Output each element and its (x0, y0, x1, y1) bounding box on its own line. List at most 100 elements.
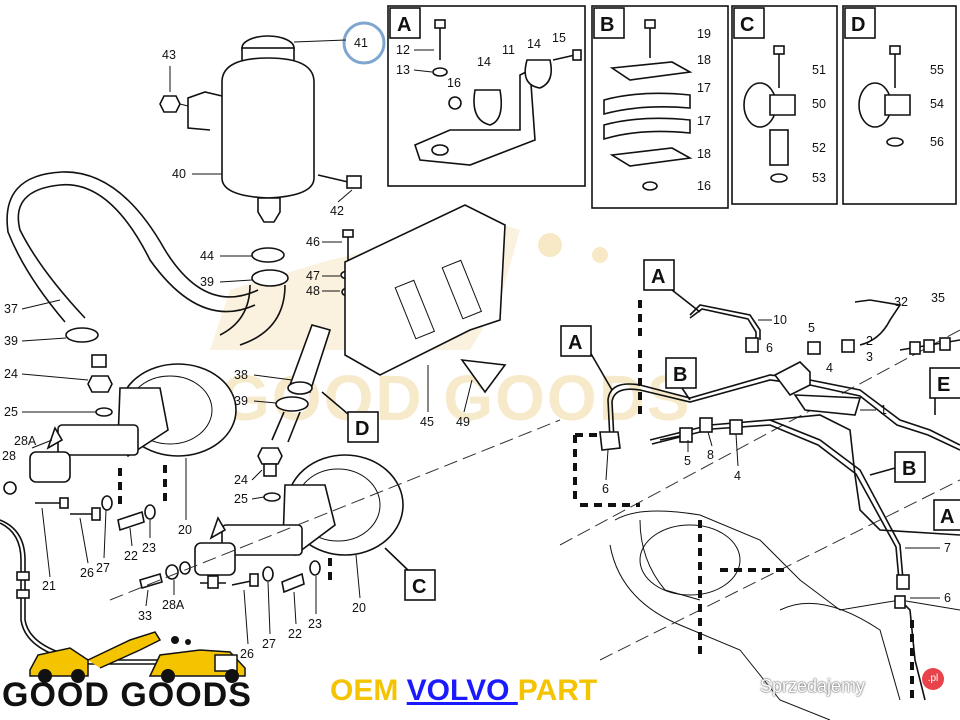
callout-22b: 22 (288, 627, 302, 641)
fluid-reservoir: 41 43 40 42 (159, 21, 386, 223)
inlet-fitting-left: 39 24 25 (4, 327, 113, 419)
callout-18b: 18 (697, 147, 711, 161)
callout-8: 8 (707, 448, 714, 462)
site-watermark: Sprzedajemy (760, 676, 866, 696)
callout-51: 51 (812, 63, 826, 77)
callout-55: 55 (930, 63, 944, 77)
callout-44: 44 (200, 249, 214, 263)
callout-12: 12 (396, 43, 410, 57)
detail-d-label: D (851, 14, 865, 36)
callout-39a: 39 (200, 275, 214, 289)
oem-prefix: OEM (330, 674, 407, 707)
callout-50: 50 (812, 97, 826, 111)
callout-5b: 5 (684, 454, 691, 468)
callout-2: 2 (866, 334, 873, 348)
callout-56: 56 (930, 135, 944, 149)
callout-48: 48 (306, 284, 320, 298)
ref-box-c-label: C (412, 576, 426, 598)
callout-28A-b: 28A (162, 598, 185, 612)
callout-43: 43 (162, 48, 176, 62)
detail-a-label: A (397, 14, 411, 36)
callout-7: 7 (944, 541, 951, 555)
callout-46: 46 (306, 235, 320, 249)
retaining-handle: 49 (456, 358, 507, 429)
callout-25b: 25 (234, 492, 248, 506)
highlight-circle (342, 21, 386, 65)
callout-53: 53 (812, 171, 826, 185)
detail-box-d: D 55 54 56 (842, 5, 957, 205)
callout-40: 40 (172, 167, 186, 181)
callout-28A-a: 28A (14, 434, 37, 448)
callout-4a: 4 (826, 361, 833, 375)
callout-52: 52 (812, 141, 826, 155)
detail-box-c: C 51 50 52 53 (731, 5, 838, 205)
brake-chamber-left: 28A 28 20 (2, 363, 237, 537)
wrench-icon (185, 639, 191, 645)
inlet-fitting-right: 24 25 (234, 447, 283, 506)
callout-15: 15 (552, 31, 566, 45)
hardware-row-left: 21 26 27 22 23 (35, 495, 156, 593)
svg-text:B: B (673, 364, 687, 386)
svg-text:B: B (902, 458, 916, 480)
callout-22a: 22 (124, 549, 138, 563)
brand-logo (29, 631, 246, 683)
callout-32: 32 (894, 295, 908, 309)
callout-21: 21 (42, 579, 56, 593)
return-hose: 37 (4, 171, 259, 323)
callout-20b: 20 (352, 601, 366, 615)
callout-54: 54 (930, 97, 944, 111)
callout-38: 38 (234, 368, 248, 382)
callout-45: 45 (420, 415, 434, 429)
callout-19: 19 (697, 27, 711, 41)
callout-16: 16 (447, 76, 461, 90)
callout-23a: 23 (142, 541, 156, 555)
mounting-plate: 45 (344, 204, 506, 429)
callout-6b: 6 (602, 482, 609, 496)
callout-6c: 6 (944, 591, 951, 605)
callout-5a: 5 (808, 321, 815, 335)
ref-box-a-left: A (560, 325, 592, 357)
callout-10: 10 (773, 313, 787, 327)
callout-42: 42 (330, 204, 344, 218)
detail-box-b: B 19 18 17 17 18 16 (591, 5, 729, 209)
svg-text:A: A (651, 266, 665, 288)
make-link[interactable]: VOLVO (406, 674, 518, 707)
callout-14a: 14 (477, 55, 491, 69)
hardware-row-right: 33 28A 26 27 22 23 (138, 560, 322, 661)
oem-part-banner: OEM VOLVO PART (330, 674, 597, 708)
ref-box-b-right: B (894, 451, 926, 483)
brake-chamber-right: C 20 (194, 454, 436, 615)
brand-name: GOOD GOODS (2, 676, 252, 714)
callout-33: 33 (138, 609, 152, 623)
callout-13: 13 (396, 63, 410, 77)
svg-text:A: A (568, 332, 582, 354)
callout-6a: 6 (766, 341, 773, 355)
detail-box-a: A 12 13 16 14 11 14 15 (387, 5, 586, 187)
callout-41: 41 (354, 36, 368, 50)
callout-17a: 17 (697, 81, 711, 95)
callout-25a: 25 (4, 405, 18, 419)
callout-11: 11 (502, 43, 515, 57)
callout-37: 37 (4, 302, 18, 316)
callout-18a: 18 (697, 53, 711, 67)
callout-27a: 27 (96, 561, 110, 575)
ref-box-d-label: D (355, 418, 369, 440)
ref-box-b-mid: B (665, 357, 697, 389)
ref-box-e: E (929, 367, 960, 399)
dust-bellow: 38 39 D (234, 324, 379, 443)
callout-35: 35 (931, 291, 945, 305)
callout-20a: 20 (178, 523, 192, 537)
oem-suffix: PART (517, 674, 598, 707)
brake-pipe-network (573, 289, 960, 701)
callout-24a: 24 (4, 367, 18, 381)
detail-c-label: C (740, 14, 754, 36)
svg-text:A: A (940, 506, 954, 528)
callout-23b: 23 (308, 617, 322, 631)
ref-box-a-upper: A (643, 259, 675, 291)
gear-icon (171, 636, 179, 644)
ref-box-a-right: A (933, 499, 960, 531)
callout-39b: 39 (4, 334, 18, 348)
callout-1: 1 (880, 403, 887, 417)
